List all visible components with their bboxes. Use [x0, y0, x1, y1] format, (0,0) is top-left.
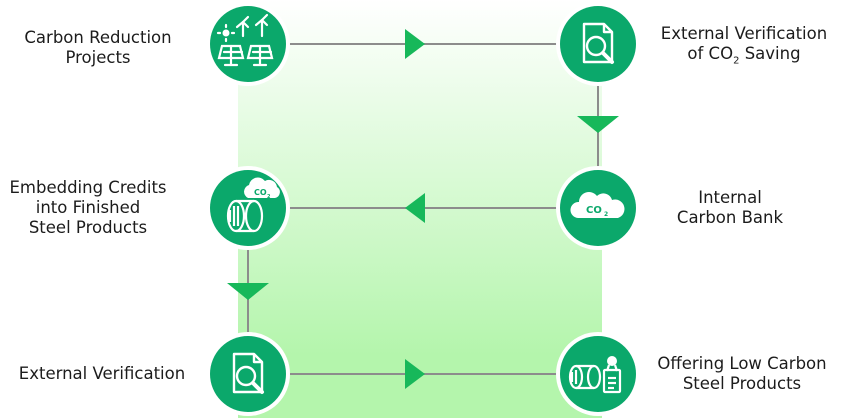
document-search-icon — [582, 22, 614, 64]
arrow-down-left — [227, 283, 269, 300]
co2-cloud-icon: CO 2 — [570, 192, 625, 218]
label-internal-carbon-bank: Internal Carbon Bank — [676, 188, 784, 227]
node-external-verification-co2 — [556, 2, 640, 86]
label-offering-low-carbon: Offering Low Carbon Steel Products — [657, 354, 827, 393]
svg-text:CO: CO — [586, 205, 602, 216]
node-carbon-reduction-projects — [206, 2, 290, 86]
node-offering-low-carbon — [556, 332, 640, 416]
label-carbon-reduction-projects: Carbon Reduction Projects — [24, 28, 172, 67]
flow-arrows — [227, 29, 619, 389]
svg-text:CO: CO — [254, 188, 267, 197]
arrow-left-middle — [405, 193, 425, 223]
node-embedding-credits: CO 2 — [206, 166, 290, 250]
node-internal-carbon-bank: CO 2 — [556, 166, 640, 250]
svg-text:2: 2 — [604, 211, 608, 218]
solar-wind-icon — [216, 13, 274, 67]
label-external-verification-co2: External Verification of CO2 Saving — [660, 24, 828, 67]
arrow-down-right — [577, 116, 619, 133]
label-external-verification: External Verification — [18, 364, 186, 383]
steel-coils-co2-icon: CO 2 — [226, 177, 280, 233]
label-embedding-credits: Embedding Credits into Finished Steel Pr… — [9, 178, 167, 237]
arrow-right-bottom — [405, 359, 425, 389]
svg-text:2: 2 — [267, 194, 271, 200]
document-search-icon — [232, 352, 264, 394]
steel-coil-certificate-icon — [568, 356, 622, 394]
node-external-verification — [206, 332, 290, 416]
arrow-right-top — [405, 29, 425, 59]
